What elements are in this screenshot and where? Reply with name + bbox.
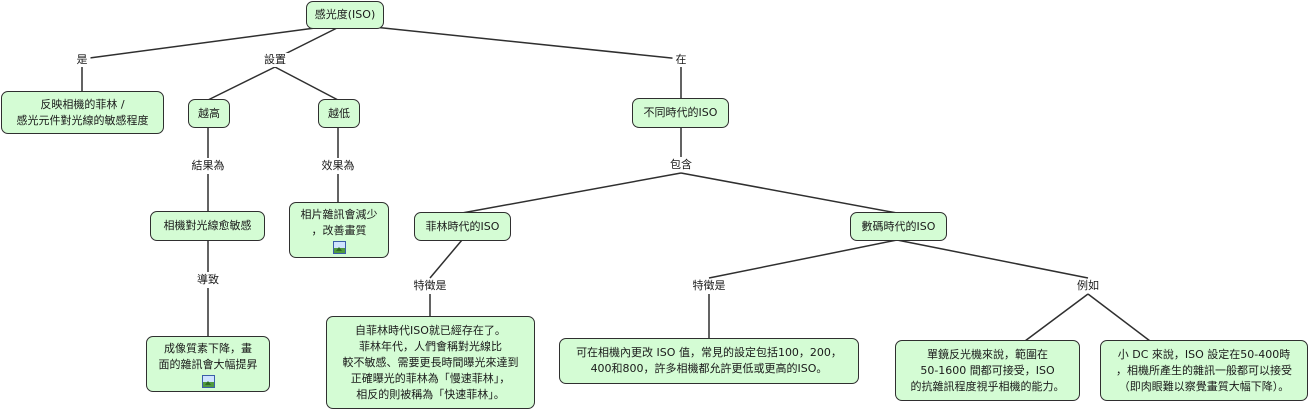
node-root-iso[interactable]: 感光度(ISO) — [306, 1, 384, 29]
node-text-line: 較不敏感、需要更長時間曝光來達到 — [342, 355, 519, 369]
connector — [680, 172, 898, 214]
connector — [1024, 293, 1089, 342]
link-label-feature-film: 特徵是 — [410, 279, 450, 293]
node-text-line: 反映相機的菲林 / — [40, 97, 125, 111]
node-text-line: 相反的則被稱為「快速菲林」。 — [356, 387, 505, 401]
node-quality-drop[interactable]: 成像質素下降，畫 面的雜訊會大幅提昇 — [146, 336, 270, 392]
node-text-line: 單鏡反光機來說，範圍在 — [927, 347, 1048, 361]
connector — [344, 23, 682, 60]
node-text: 相機對光線愈敏感 — [163, 219, 252, 232]
node-text-line: ，改善畫質 — [311, 223, 367, 237]
node-more-sensitive[interactable]: 相機對光線愈敏感 — [150, 211, 265, 241]
connector — [207, 66, 276, 101]
node-digital-iso[interactable]: 數碼時代的ISO — [850, 212, 947, 241]
link-label-setting: 設置 — [261, 53, 289, 67]
node-dc-example[interactable]: 小 DC 來說，ISO 設定在50-400時 ，相機所產生的雜訊一般都可以接受 … — [1100, 340, 1308, 401]
node-lower[interactable]: 越低 — [318, 99, 360, 128]
connector — [429, 239, 463, 279]
link-label-is: 是 — [73, 53, 91, 67]
link-label-feature-digital: 特徵是 — [689, 279, 729, 293]
node-text-line: 面的雜訊會大幅提昇 — [158, 357, 258, 371]
node-text-line: 自菲林時代ISO就已經存在了。 — [355, 323, 506, 337]
node-text: 感光度(ISO) — [314, 8, 376, 21]
node-text-line: ，相機所產生的雜訊一般都可以接受 — [1116, 363, 1292, 377]
node-text-line: 感光元件對光線的敏感程度 — [16, 113, 149, 127]
node-text-line: 相片雜訊會減少 — [300, 207, 378, 221]
node-higher[interactable]: 越高 — [188, 99, 230, 128]
node-text: 越高 — [198, 106, 220, 120]
node-text-line: 可在相機內更改 ISO 值，常見的設定包括100，200， — [576, 346, 842, 359]
node-film-iso[interactable]: 菲林時代的ISO — [414, 212, 511, 241]
node-text-line: 成像質素下降，畫 — [164, 341, 252, 355]
node-less-noise[interactable]: 相片雜訊會減少 ，改善畫質 — [289, 202, 389, 258]
link-label-example: 例如 — [1074, 279, 1102, 293]
node-reflects-sensitivity[interactable]: 反映相機的菲林 / 感光元件對光線的敏感程度 — [1, 91, 164, 134]
node-text: 不同時代的ISO — [643, 106, 718, 119]
link-label-include: 包含 — [667, 158, 695, 172]
connector — [274, 66, 339, 101]
link-label-effect: 效果為 — [318, 159, 358, 173]
node-dslr-example[interactable]: 單鏡反光機來說，範圍在 50-1600 間都可接受，ISO 的抗雜訊程度視乎相機… — [895, 340, 1080, 401]
node-text-line: 正確曝光的菲林為「慢速菲林」， — [350, 371, 511, 385]
node-text-line: 50-1600 間都可接受，ISO — [920, 363, 1055, 377]
node-text: 越低 — [328, 106, 350, 120]
link-label-in: 在 — [672, 53, 690, 67]
image-icon[interactable] — [201, 374, 215, 388]
node-text-line: 小 DC 來說，ISO 設定在50-400時 — [1117, 347, 1291, 361]
node-digital-description[interactable]: 可在相機內更改 ISO 值，常見的設定包括100，200， 400和800，許多… — [559, 338, 859, 384]
node-text: 數碼時代的ISO — [861, 219, 936, 233]
connector — [708, 239, 898, 279]
node-text: 菲林時代的ISO — [425, 219, 500, 233]
node-text-line: 的抗雜訊程度視乎相機的能力。 — [910, 379, 1065, 393]
image-icon[interactable] — [332, 240, 346, 254]
connector — [81, 23, 346, 60]
link-label-result: 結果為 — [188, 159, 228, 173]
node-eras-iso[interactable]: 不同時代的ISO — [632, 98, 729, 128]
node-text-line: 400和800，許多相機都允許更低或更高的ISO。 — [590, 362, 828, 375]
node-text-line: （即肉眼難以察覺畫質大幅下降）。 — [1118, 379, 1290, 393]
node-film-description[interactable]: 自菲林時代ISO就已經存在了。 菲林年代，人們會稱對光線比 較不敏感、需要更長時… — [326, 316, 535, 409]
link-label-lead-to: 導致 — [194, 273, 222, 287]
connector — [461, 172, 682, 214]
connector — [896, 239, 1089, 279]
connector — [1087, 293, 1151, 342]
node-text-line: 菲林年代，人們會稱對光線比 — [359, 339, 502, 353]
